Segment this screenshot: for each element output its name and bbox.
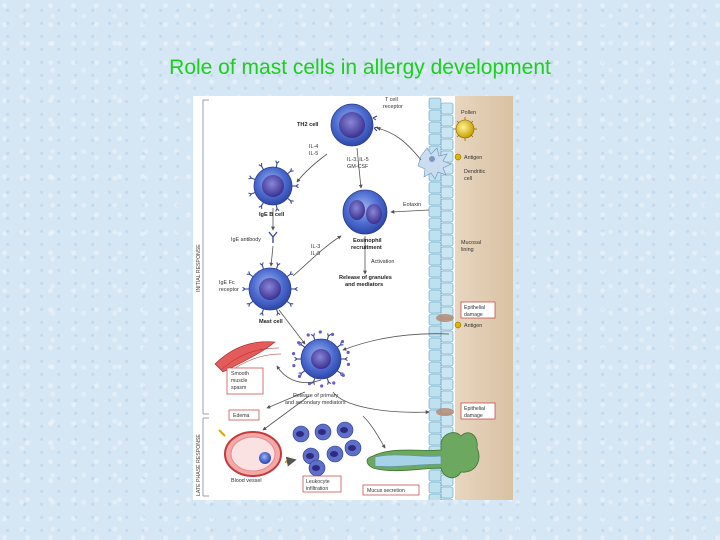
initial-response-label: INITIAL RESPONSE [196, 244, 202, 292]
ige-b-cell-label: IgE B cell [259, 212, 285, 218]
mucus-secretion-label: Mucus secretion [367, 488, 405, 494]
il5-label: IL-5 [309, 151, 318, 157]
dendritic-cell-icon [417, 147, 452, 180]
th2-cell-icon [330, 103, 379, 147]
il3-label: IL-3 [311, 244, 320, 250]
activated-mast-cell-icon [291, 330, 351, 388]
eosinophil-label-2: recruitment [351, 245, 382, 251]
leukocyte-cluster-icon [292, 421, 362, 477]
t-cell-receptor-label-2: receptor [383, 104, 403, 110]
mast-cell-allergy-diagram: INITIAL RESPONSE LATE PHASE RESPONSE [193, 96, 513, 500]
late-phase-label: LATE PHASE RESPONSE [196, 434, 202, 496]
il3-il5-label: IL-3, IL-5 [347, 157, 369, 163]
pollen-icon [453, 117, 477, 141]
t-cell-receptor-label-1: T cell [385, 97, 398, 103]
leukocyte-infiltration-box: Leukocyte infiltration [302, 475, 342, 493]
mast-cell-icon [242, 262, 298, 316]
antigen-top-label: Antigen [464, 155, 482, 161]
section-brackets [202, 99, 209, 497]
il4-label: IL-4 [309, 144, 318, 150]
il5-label-2: IL-5 [311, 251, 320, 257]
leukocyte-label-2: infiltration [306, 486, 328, 492]
epithelial-damage-box-1: Epithelial damage [460, 301, 496, 319]
smooth-muscle-label-3: spasm [231, 385, 246, 391]
mucosal-background [455, 96, 513, 500]
pollen-label: Pollen [461, 110, 476, 116]
edema-label: Edema [233, 413, 250, 419]
ige-b-cell-icon [248, 160, 299, 212]
edema-box: Edema [228, 409, 260, 421]
th2-cell-label: TH2 cell [297, 122, 319, 128]
mucosal-lining-label-2: lining [461, 247, 474, 253]
antigen-icon [454, 153, 462, 161]
eosinophil-icon [342, 189, 388, 235]
ige-antibody-label: IgE antibody [231, 237, 261, 243]
ige-fc-receptor-label-1: IgE Fc [219, 280, 235, 286]
antigen-mid-label: Antigen [464, 323, 482, 329]
activation-label: Activation [371, 259, 394, 265]
epithelial-damage-2-line-1: Epithelial [464, 406, 485, 412]
mucus-secretion-box: Mucus secretion [362, 484, 420, 496]
blood-vessel-icon [218, 429, 297, 477]
smooth-muscle-spasm-box: Smooth muscle spasm [226, 367, 264, 395]
dendritic-cell-label-2: cell [464, 176, 472, 182]
ige-fc-receptor-label-2: receptor [219, 287, 239, 293]
release-granules-label-2: and mediators [345, 282, 383, 288]
epithelial-damage-box-2: Epithelial damage [460, 402, 496, 420]
epithelial-damage-1-line-1: Epithelial [464, 305, 485, 311]
release-primary-label-2: and secondary mediators [285, 400, 346, 406]
mast-cell-label: Mast cell [259, 319, 283, 325]
leukocyte-label-1: Leukocyte [306, 479, 330, 485]
eosinophil-label-1: Eosinophil [353, 238, 382, 244]
epithelial-column [428, 97, 454, 500]
dendritic-cell-label-1: Dendritic [464, 169, 486, 175]
eotaxin-label: Eotaxin [403, 202, 421, 208]
ige-antibody-icon [268, 231, 278, 243]
blood-vessel-label: Blood vessel [231, 478, 262, 484]
release-primary-label-1: Release of primary [293, 393, 339, 399]
gmcsf-label: GM-CSF [347, 164, 369, 170]
smooth-muscle-label-2: muscle [231, 378, 248, 384]
epithelial-damage-1-line-2: damage [464, 312, 483, 318]
mucosal-lining-label-1: Mucosal [461, 240, 481, 246]
slide-title: Role of mast cells in allergy developmen… [169, 56, 551, 79]
epithelial-damage-2-line-2: damage [464, 413, 483, 419]
mucus-gland-icon [366, 432, 480, 479]
smooth-muscle-label-1: Smooth [231, 371, 249, 377]
release-granules-label-1: Release of granules [339, 275, 392, 281]
flow-arrows [262, 126, 450, 449]
antigen-mid-icon [454, 321, 462, 329]
